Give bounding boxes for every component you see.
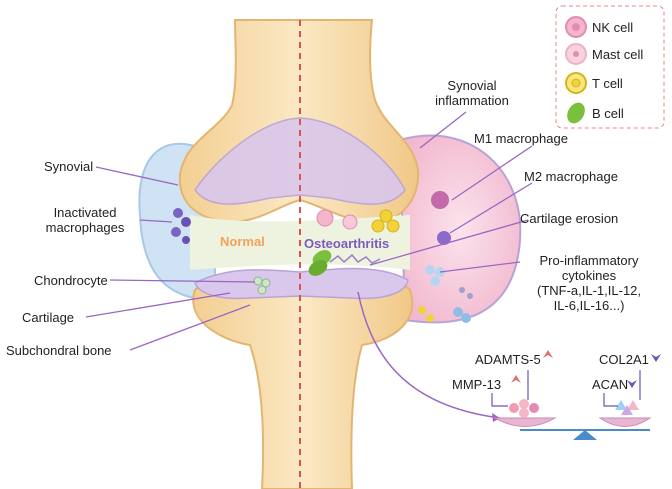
cartilage-erosion-zone (329, 253, 381, 264)
legend-box (555, 5, 665, 129)
pro-inflammatory-cytokines-label: Pro-inflammatory cytokines (TNF-a,IL-1,I… (510, 253, 668, 313)
synovium-right-cells (418, 191, 473, 323)
cartilage-label: Cartilage (22, 310, 75, 325)
synovial-capsule-right (398, 134, 522, 324)
inactivated-line1: Inactivated (53, 205, 117, 220)
legend-b-label: B cell (592, 106, 624, 121)
chondrocyte-label: Chondrocyte (34, 273, 108, 288)
m2-macrophage-label: M2 macrophage (524, 169, 618, 184)
upper-cartilage (194, 117, 406, 205)
legend-mast-label: Mast cell (592, 47, 644, 62)
balance-scale (493, 399, 652, 440)
pro-line4: IL-6,IL-16...) (553, 298, 625, 313)
lower-cartilage (194, 267, 409, 300)
oa-to-balance-arrow (357, 291, 501, 419)
osteoarthritis-label: Osteoarthritis (304, 236, 390, 251)
right-leader-lines (369, 111, 533, 273)
synovial-infl-line1: Synovial (447, 78, 497, 93)
acan-label: ACAN (592, 377, 629, 392)
left-leader-lines (85, 166, 256, 351)
synovial-label: Synovial (44, 159, 94, 174)
col2a1-down-arrow (651, 354, 661, 362)
synovial-inflammation-label: Synovial inflammation (420, 78, 524, 108)
b-cell-icon (567, 102, 585, 124)
inactivated-macrophage-cells (171, 208, 191, 244)
pro-line2: cytokines (561, 268, 617, 283)
inactivated-macrophages-label: Inactivated macrophages (34, 205, 136, 235)
normal-label: Normal (220, 234, 265, 249)
oa-immune-cells (308, 209, 400, 276)
legend-nk-label: NK cell (592, 20, 634, 35)
adamts5-up-arrow (543, 350, 553, 358)
pro-line3: (TNF-a,IL-1,IL-12, (536, 283, 642, 298)
col2a1-label: COL2A1 (599, 352, 649, 367)
mmp13-up-arrow (511, 375, 521, 383)
pro-line1: Pro-inflammatory (539, 253, 639, 268)
legend-t-label: T cell (592, 76, 623, 91)
cartilage-erosion-label: Cartilage erosion (520, 211, 619, 226)
marker-connectors (491, 370, 641, 407)
mmp13-label: MMP-13 (452, 377, 502, 392)
tibia-bone (192, 274, 414, 489)
m1-macrophage-label: M1 macrophage (474, 131, 568, 146)
acan-down-arrow (627, 380, 637, 388)
chondrocyte-cells (253, 276, 271, 295)
adamts5-label: ADAMTS-5 (475, 352, 541, 367)
inactivated-line2: macrophages (45, 220, 125, 235)
synovial-infl-line2: inflammation (435, 93, 509, 108)
subchondral-bone-label: Subchondral bone (6, 343, 112, 358)
